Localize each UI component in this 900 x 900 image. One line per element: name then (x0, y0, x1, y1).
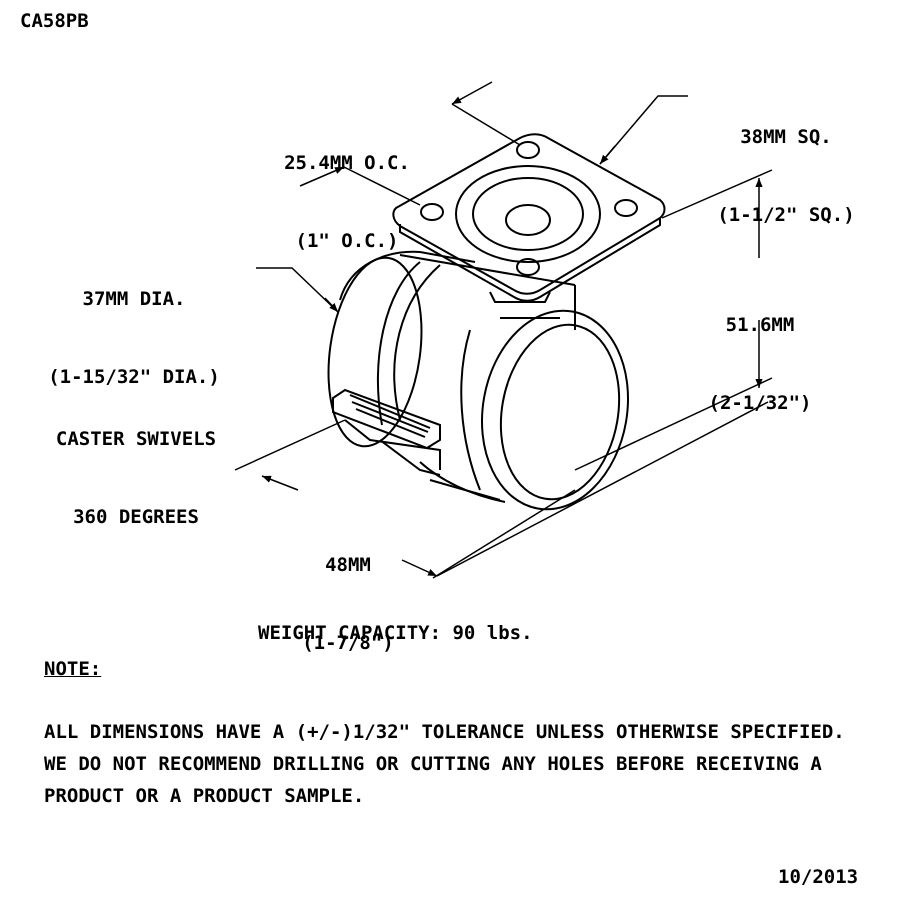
drawing-date: 10/2013 (778, 866, 859, 888)
mounting-hole-bottom (516, 258, 540, 276)
mounting-plate (392, 133, 666, 303)
swivel-note: CASTER SWIVELS 360 DEGREES (16, 374, 256, 582)
brake-pedal (332, 388, 441, 476)
caster-wheels (327, 250, 630, 511)
width-arrow-left (261, 475, 299, 491)
plate-size-metric: 38MM SQ. (740, 126, 832, 148)
height-imperial: (2-1/32") (708, 392, 812, 414)
wheel-dia-leader (256, 267, 339, 313)
model-number: CA58PB (20, 10, 89, 32)
swivel-note-line1: CASTER SWIVELS (55, 428, 217, 450)
plate-oc-imperial: (1" O.C.) (295, 230, 399, 252)
width-arrow-right (401, 559, 438, 577)
mounting-hole-right (614, 199, 638, 217)
mounting-hole-left (420, 203, 444, 221)
weight-capacity: WEIGHT CAPACITY: 90 lbs. (258, 622, 533, 644)
swivel-note-line2: 360 DEGREES (73, 506, 199, 528)
height-metric: 51.6MM (725, 314, 795, 336)
note-body: ALL DIMENSIONS HAVE A (+/-)1/32" TOLERAN… (44, 721, 845, 807)
width-extension-left (234, 419, 346, 471)
plate-oc-metric: 25.4MM O.C. (284, 152, 410, 174)
width-imperial: (1-7/8") (302, 632, 394, 654)
width-extension-right (432, 489, 576, 579)
wheel-dia-dimension: 37MM DIA. (1-15/32" DIA.) (14, 234, 254, 442)
width-dimension: 48MM (1-7/8") (268, 500, 428, 708)
wheel-dia-imperial: (1-15/32" DIA.) (48, 366, 220, 388)
oc-arrow-lower (299, 166, 345, 187)
plate-size-imperial: (1-1/2" SQ.) (717, 204, 855, 226)
plate-size-leader (599, 95, 688, 165)
plate-oc-dimension: 25.4MM O.C. (1" O.C.) (252, 98, 442, 306)
dimension-lines (234, 81, 773, 579)
wheel-dia-metric: 37MM DIA. (82, 288, 186, 310)
height-extension-top (661, 169, 773, 219)
width-metric: 48MM (325, 554, 371, 576)
oc-arrow-upper (451, 81, 493, 105)
plate-size-dimension: 38MM SQ. (1-1/2" SQ.) (686, 72, 886, 280)
height-extension-bottom (574, 377, 773, 471)
height-dimension: 51.6MM (2-1/32") (680, 260, 840, 468)
mounting-hole-top (516, 141, 540, 159)
note-title: NOTE: (44, 658, 102, 680)
